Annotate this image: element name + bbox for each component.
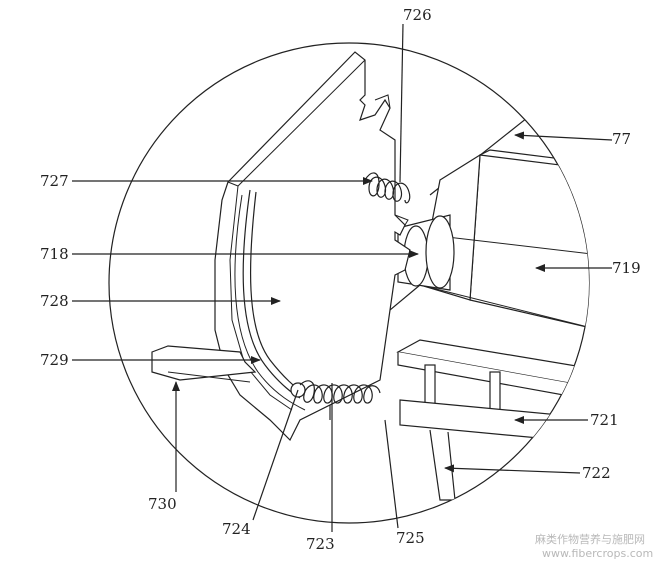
curved-guide <box>234 189 306 411</box>
label-718: 718 <box>40 245 69 263</box>
label-77: 77 <box>612 130 631 148</box>
label-728: 728 <box>40 292 69 310</box>
label-725: 725 <box>396 529 425 547</box>
label-724: 724 <box>222 520 251 538</box>
label-719: 719 <box>612 259 641 277</box>
support-arm <box>151 345 257 383</box>
reference-labels: 726 77 727 718 719 728 729 721 722 730 7… <box>40 6 641 553</box>
lower-spring <box>290 380 381 404</box>
watermark-line-1: 麻类作物营养与施肥网 <box>535 532 645 546</box>
watermark: 麻类作物营养与施肥网 www.fibercrops.com <box>535 532 653 560</box>
upper-spring <box>364 172 411 204</box>
leader-lines <box>72 23 613 532</box>
motor-body <box>419 149 589 331</box>
label-722: 722 <box>582 464 611 482</box>
watermark-line-2: www.fibercrops.com <box>542 547 653 560</box>
label-723: 723 <box>306 535 335 553</box>
mounting-plate <box>214 51 411 442</box>
motor-shaft <box>397 214 455 291</box>
label-729: 729 <box>40 351 69 369</box>
label-727: 727 <box>40 172 69 190</box>
label-730: 730 <box>148 495 177 513</box>
label-726: 726 <box>403 6 432 24</box>
label-721: 721 <box>590 411 619 429</box>
